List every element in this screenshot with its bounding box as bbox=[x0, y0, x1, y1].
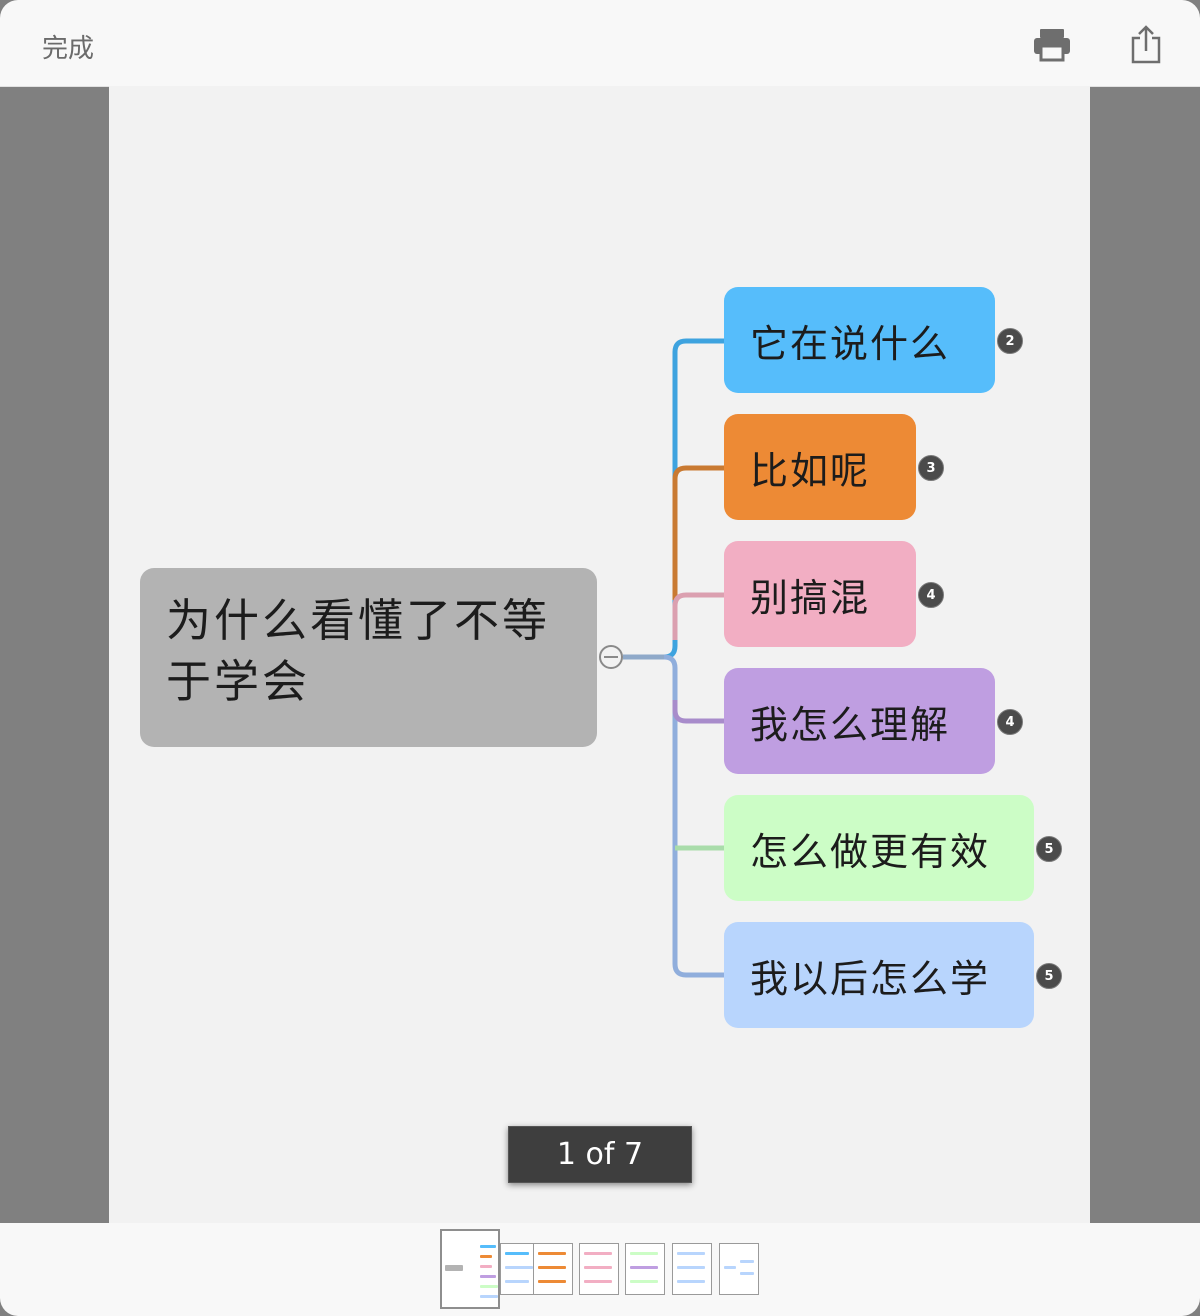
branch-label: 怎么做更有效 bbox=[750, 829, 991, 874]
child-count-badge[interactable]: 2 bbox=[997, 328, 1023, 354]
root-topic-text: 为什么看懂了不等于学会 bbox=[166, 594, 551, 708]
page-thumbnail-1[interactable] bbox=[440, 1229, 500, 1309]
page-thumbnail-6[interactable] bbox=[672, 1243, 712, 1295]
child-count-badge[interactable]: 5 bbox=[1036, 963, 1062, 989]
branch-node-3[interactable]: 别搞混 bbox=[724, 541, 916, 647]
collapse-icon[interactable] bbox=[599, 645, 623, 669]
branch-node-2[interactable]: 比如呢 bbox=[724, 414, 916, 520]
child-count-badge[interactable]: 3 bbox=[918, 455, 944, 481]
branch-node-1[interactable]: 它在说什么 bbox=[724, 287, 995, 393]
page-thumbnail-7[interactable] bbox=[719, 1243, 759, 1295]
child-count-badge[interactable]: 4 bbox=[918, 582, 944, 608]
share-icon[interactable] bbox=[1126, 24, 1166, 64]
page-thumbnail-3[interactable] bbox=[533, 1243, 573, 1295]
child-count-badge[interactable]: 5 bbox=[1036, 836, 1062, 862]
branch-label: 我以后怎么学 bbox=[750, 956, 991, 1001]
branch-label: 我怎么理解 bbox=[750, 702, 951, 747]
thumbnail-strip bbox=[0, 1223, 1200, 1316]
page-indicator: 1 of 7 bbox=[508, 1126, 692, 1183]
root-topic-node[interactable]: 为什么看懂了不等于学会 bbox=[140, 568, 597, 747]
branch-label: 比如呢 bbox=[750, 448, 871, 493]
print-icon[interactable] bbox=[1032, 24, 1072, 64]
branch-node-6[interactable]: 我以后怎么学 bbox=[724, 922, 1034, 1028]
branch-label: 别搞混 bbox=[750, 575, 871, 620]
branch-node-4[interactable]: 我怎么理解 bbox=[724, 668, 995, 774]
child-count-badge[interactable]: 4 bbox=[997, 709, 1023, 735]
top-toolbar: 完成 bbox=[0, 0, 1200, 87]
branch-label: 它在说什么 bbox=[750, 321, 951, 366]
page-thumbnail-5[interactable] bbox=[625, 1243, 665, 1295]
page-thumbnail-4[interactable] bbox=[579, 1243, 619, 1295]
branch-node-5[interactable]: 怎么做更有效 bbox=[724, 795, 1034, 901]
done-button[interactable]: 完成 bbox=[42, 34, 95, 64]
